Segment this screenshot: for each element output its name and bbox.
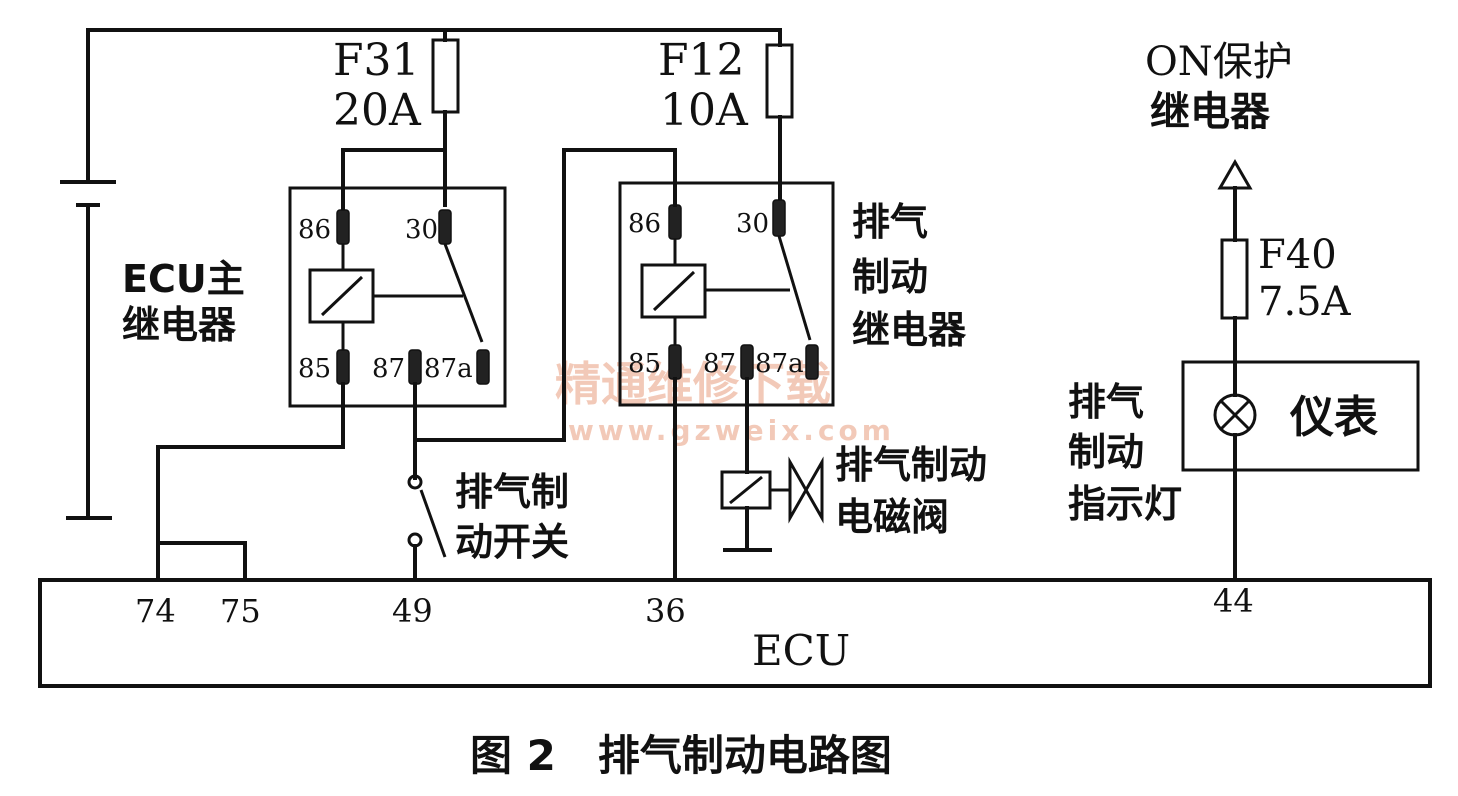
pin-label-87: 87	[372, 354, 405, 384]
ecu-label: ECU	[752, 626, 850, 675]
fuse-f31: F31 20A	[333, 28, 460, 207]
figure-caption: 图 2 排气制动电路图	[470, 731, 892, 780]
exhaust-brake-solenoid-valve: 排气制动 电磁阀	[720, 377, 987, 552]
fuse-f12-name: F12	[658, 35, 745, 86]
solenoid-label-2: 电磁阀	[835, 495, 949, 539]
switch-label-1: 排气制	[455, 470, 569, 514]
ecu-main-relay-box	[288, 186, 507, 408]
terminal-87	[408, 349, 422, 385]
pin-label-30: 30	[736, 209, 769, 239]
pin-label-86: 86	[628, 209, 661, 239]
battery-supply	[60, 28, 782, 520]
fuse-f40-symbol	[1220, 238, 1249, 320]
meter-label: 仪表	[1289, 392, 1378, 443]
valve-symbol	[788, 456, 824, 524]
terminal-30	[772, 199, 786, 237]
indicator-label-2: 制动	[1068, 430, 1144, 474]
terminal-85	[668, 344, 682, 380]
exhaust-brake-relay-box	[618, 181, 835, 407]
arrow-to-on-relay	[1217, 158, 1253, 190]
watermark-url: www.gzweix.com	[568, 414, 895, 447]
ecu-pin-36: 36	[645, 592, 686, 630]
pin-label-87a: 87a	[755, 349, 804, 379]
relay-contact-arm	[777, 235, 812, 341]
terminal-86	[336, 209, 350, 245]
fuse-f40-rating: 7.5A	[1258, 279, 1352, 325]
indicator-label-1: 排气	[1068, 380, 1144, 424]
ecu-block: 74 75 49 36 44 ECU	[38, 578, 1432, 688]
exhaust-brake-switch: 排气制 动开关	[407, 470, 569, 582]
switch-label-2: 动开关	[455, 520, 569, 564]
exhaust-brake-relay-label-2: 制动	[852, 255, 928, 299]
fuse-f31-rating: 20A	[333, 85, 422, 136]
fuse-f31-symbol	[431, 38, 460, 114]
ecu-pin-49: 49	[392, 592, 433, 630]
switch-lever	[419, 489, 447, 558]
indicator-branch: 仪表 ON保护 继电器 F40 7.5A 排气 制动 指示灯	[1068, 39, 1420, 582]
pin-label-30: 30	[405, 215, 438, 245]
pin-label-87a: 87a	[424, 354, 473, 384]
meter-box	[1181, 360, 1420, 472]
terminal-85	[336, 349, 350, 385]
pin-label-86: 86	[298, 215, 331, 245]
solenoid-label-1: 排气制动	[835, 443, 987, 487]
terminal-86	[668, 204, 682, 240]
pin-label-85: 85	[628, 349, 661, 379]
ecu-main-relay: 86 30 85 87 87a ECU主 继电器	[122, 148, 507, 408]
switch-contact-top	[407, 474, 423, 490]
ecu-pin-75: 75	[220, 592, 261, 630]
control-wiring	[156, 148, 677, 582]
on-relay-label-2: 继电器	[1150, 89, 1271, 135]
fuse-f12: F12 10A	[658, 35, 794, 202]
fuse-f40-name: F40	[1258, 232, 1337, 278]
fuse-f12-symbol	[765, 43, 794, 119]
ecu-pin-74: 74	[135, 592, 176, 630]
pin-label-87: 87	[703, 349, 736, 379]
fuse-f12-rating: 10A	[660, 85, 749, 136]
pin-label-85: 85	[298, 354, 331, 384]
indicator-label-3: 指示灯	[1068, 482, 1182, 526]
terminal-30	[438, 209, 452, 245]
ecu-main-relay-label-1: ECU主	[122, 257, 245, 301]
terminal-87	[740, 344, 754, 380]
exhaust-brake-relay-label-3: 继电器	[852, 308, 967, 352]
exhaust-brake-relay-label-1: 排气	[852, 200, 928, 244]
relay-contact-arm	[443, 243, 484, 343]
ecu-main-relay-label-2: 继电器	[122, 303, 237, 347]
ecu-box	[38, 578, 1432, 688]
watermark-title: 精通维修下载	[555, 357, 831, 411]
on-relay-label-1: ON保护	[1145, 39, 1293, 85]
terminal-87a	[805, 344, 819, 380]
ecu-pin-44: 44	[1213, 582, 1254, 620]
fuse-f31-name: F31	[333, 35, 420, 86]
exhaust-brake-relay: 86 30 85 87 87a 排气 制动 继电器	[618, 181, 967, 407]
terminal-87a	[476, 349, 490, 385]
